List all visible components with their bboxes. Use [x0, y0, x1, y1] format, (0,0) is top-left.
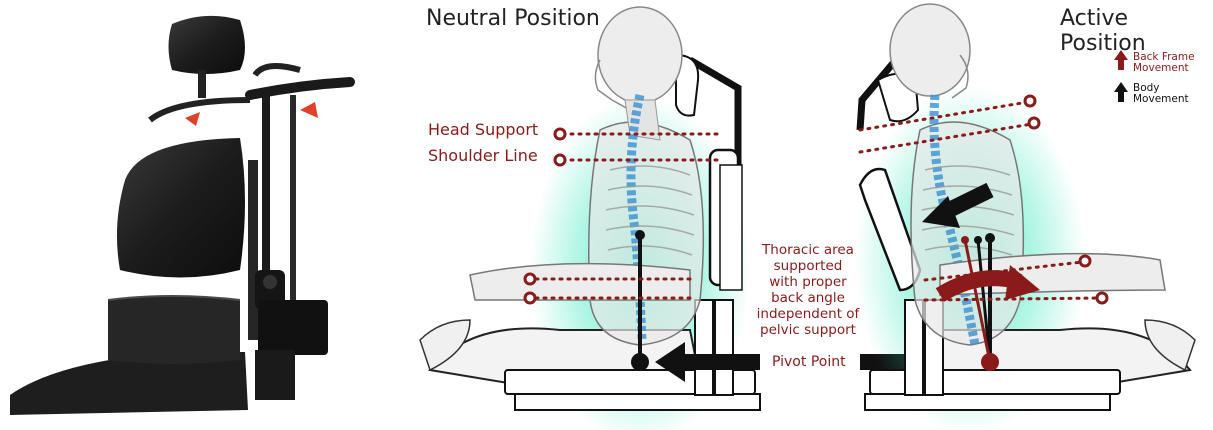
thoracic-note: Thoracic area supported with proper back…	[752, 242, 864, 338]
wheelchair-backrest-photo	[10, 16, 350, 415]
arm-line-lower-marker	[525, 293, 535, 303]
legend-back-frame-line2: Movement	[1133, 63, 1195, 74]
legend-icons	[1114, 50, 1128, 102]
head-support-label: Head Support	[428, 120, 538, 139]
thoracic-line-3: with proper	[752, 274, 864, 290]
active-arm-lower-marker	[1097, 293, 1107, 303]
legend-body: Body Movement	[1133, 83, 1189, 105]
active-title: Active Position	[1060, 6, 1213, 56]
legend-back-frame: Back Frame Movement	[1133, 52, 1195, 74]
arm-line-upper-marker	[525, 274, 535, 284]
active-head-marker	[1025, 96, 1035, 106]
thoracic-line-5: independent of	[752, 306, 864, 322]
black-up-arrow-icon	[1114, 82, 1128, 102]
thoracic-line-1: Thoracic area	[752, 242, 864, 258]
thoracic-line-6: pelvic support	[752, 322, 864, 338]
thoracic-line-4: back angle	[752, 290, 864, 306]
legend-body-line2: Movement	[1133, 94, 1189, 105]
shoulder-line-marker	[555, 155, 565, 165]
active-arm-upper-marker	[1080, 256, 1090, 266]
active-shoulder-marker	[1029, 118, 1039, 128]
thoracic-line-2: supported	[752, 258, 864, 274]
shoulder-line-label: Shoulder Line	[428, 146, 538, 165]
head-support-marker	[555, 129, 565, 139]
neutral-title: Neutral Position	[426, 6, 600, 31]
pivot-point-label: Pivot Point	[772, 354, 846, 370]
